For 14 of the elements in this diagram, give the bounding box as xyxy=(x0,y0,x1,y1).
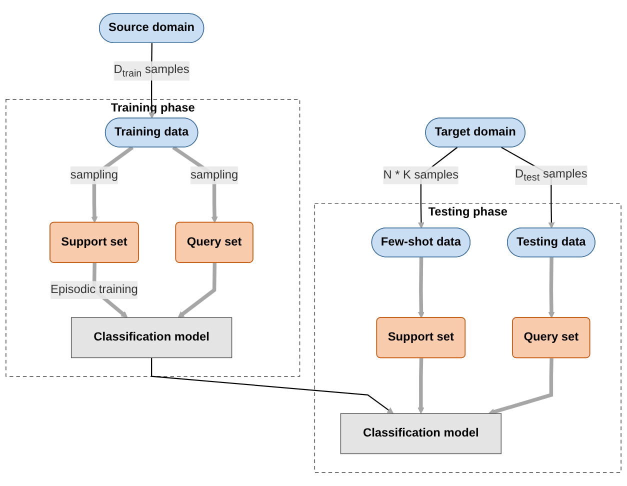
edge-label: Episodic training xyxy=(50,283,138,296)
arrow xyxy=(178,262,217,318)
node-box: Classification model xyxy=(70,317,232,358)
edge-label: N * K samples xyxy=(383,168,459,182)
edge-label: D$_{train}$ samples xyxy=(114,64,190,79)
edge-label: D$_{test}$ samples xyxy=(515,168,588,183)
edge-label: sampling xyxy=(190,168,238,182)
arrow xyxy=(418,257,424,318)
arrow xyxy=(418,358,424,414)
arrow xyxy=(151,358,394,414)
arrow xyxy=(488,358,554,415)
edge-label: sampling xyxy=(70,168,118,182)
node-box: Classification model xyxy=(340,413,502,454)
arrow xyxy=(548,257,555,318)
